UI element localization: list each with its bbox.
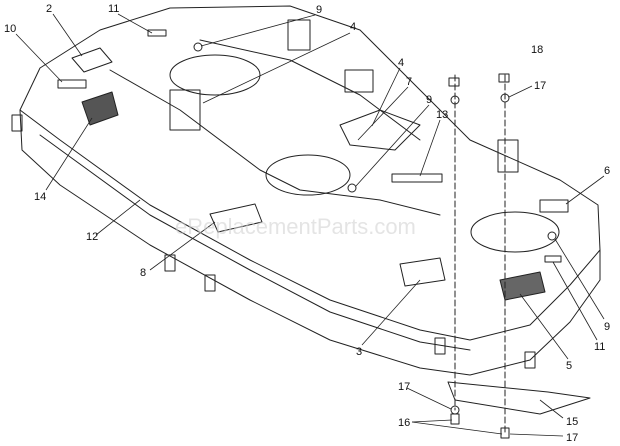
leader-3 [361, 279, 421, 346]
callout-c9c: 9 [604, 321, 610, 333]
callout-c6: 6 [604, 165, 610, 177]
deck-front-skirt [19, 109, 601, 376]
nut-18 [498, 73, 510, 83]
decal-6 [539, 199, 569, 213]
bracket-left-front [169, 89, 201, 131]
decal-8 [209, 203, 263, 233]
decal-11-top [147, 29, 167, 37]
callout-c17a: 17 [534, 80, 546, 92]
leader-2 [52, 13, 83, 57]
washer-9c [547, 231, 557, 241]
leader-14 [45, 117, 93, 191]
decal-2 [71, 47, 113, 73]
leader-8 [149, 221, 216, 271]
bolt-16-right [500, 427, 510, 439]
callout-c8: 8 [140, 267, 146, 279]
leader-16a [411, 419, 453, 423]
callout-c4b: 4 [398, 57, 404, 69]
washer-9a [193, 42, 203, 52]
leader-15 [539, 399, 564, 419]
decal-3 [399, 257, 446, 287]
belt-cover [339, 109, 421, 151]
callout-c10: 10 [4, 23, 16, 35]
callout-c3: 3 [356, 346, 362, 358]
leader-13 [419, 119, 441, 177]
callout-c9a: 9 [316, 4, 322, 16]
leader-9a [200, 14, 316, 47]
deck-ridge-left [109, 69, 441, 216]
caster-mount-5 [11, 114, 23, 132]
leader-9b [355, 104, 430, 187]
callout-c18: 18 [531, 44, 543, 56]
baffle-plate-15 [447, 381, 591, 415]
callout-c14: 14 [34, 191, 46, 203]
bolt-16-left [450, 413, 460, 425]
leader-17a [508, 85, 533, 98]
decal-13 [391, 173, 443, 183]
leader-4a [202, 32, 351, 104]
leader-6 [565, 175, 605, 205]
bracket-left-rear [287, 19, 311, 51]
washer-9b [347, 183, 357, 193]
deck-ridge-right [199, 39, 421, 141]
leader-10 [15, 33, 63, 83]
leader-5 [519, 293, 569, 360]
watermark: eReplacementParts.com [175, 214, 416, 239]
bracket-center-rear [344, 69, 374, 93]
washer-left-top [450, 95, 460, 105]
callout-c11b: 11 [594, 341, 605, 353]
nut-left-top [448, 77, 460, 87]
callout-c7: 7 [406, 76, 412, 88]
leader-17b [406, 387, 452, 410]
callout-c11a: 11 [108, 3, 119, 15]
caster-mount-4 [524, 351, 536, 369]
callout-c15: 15 [566, 416, 578, 428]
leader-4b [371, 67, 401, 127]
callout-c2: 2 [46, 3, 52, 15]
callout-c17b: 17 [398, 381, 410, 393]
callout-c4a: 4 [350, 21, 356, 33]
deck-top-outline [19, 5, 601, 341]
leader-11b [552, 261, 598, 341]
callout-c16: 16 [398, 417, 410, 429]
caster-mount-2 [204, 274, 216, 292]
leader-7 [357, 86, 409, 141]
spindle-opening-left [169, 54, 261, 96]
bracket-right-rear [497, 139, 519, 173]
decal-5 [499, 271, 546, 301]
decal-10 [57, 79, 87, 89]
deck-skirt-inner-line [39, 134, 471, 351]
callout-c9b: 9 [426, 94, 432, 106]
callout-c12: 12 [86, 231, 98, 243]
decal-11-right [544, 255, 562, 263]
leader-9c [554, 238, 605, 320]
spindle-opening-center [265, 154, 351, 196]
callout-c17c: 17 [566, 432, 578, 444]
decal-14 [81, 91, 119, 126]
leader-17c [509, 433, 564, 437]
leader-16b [411, 421, 503, 435]
callout-c5: 5 [566, 360, 572, 372]
leader-12 [95, 199, 141, 236]
callout-c13: 13 [436, 109, 448, 121]
spindle-opening-right [470, 211, 560, 253]
leader-11a [117, 13, 153, 34]
washer-17-top [500, 93, 510, 103]
caster-mount-3 [434, 337, 446, 355]
